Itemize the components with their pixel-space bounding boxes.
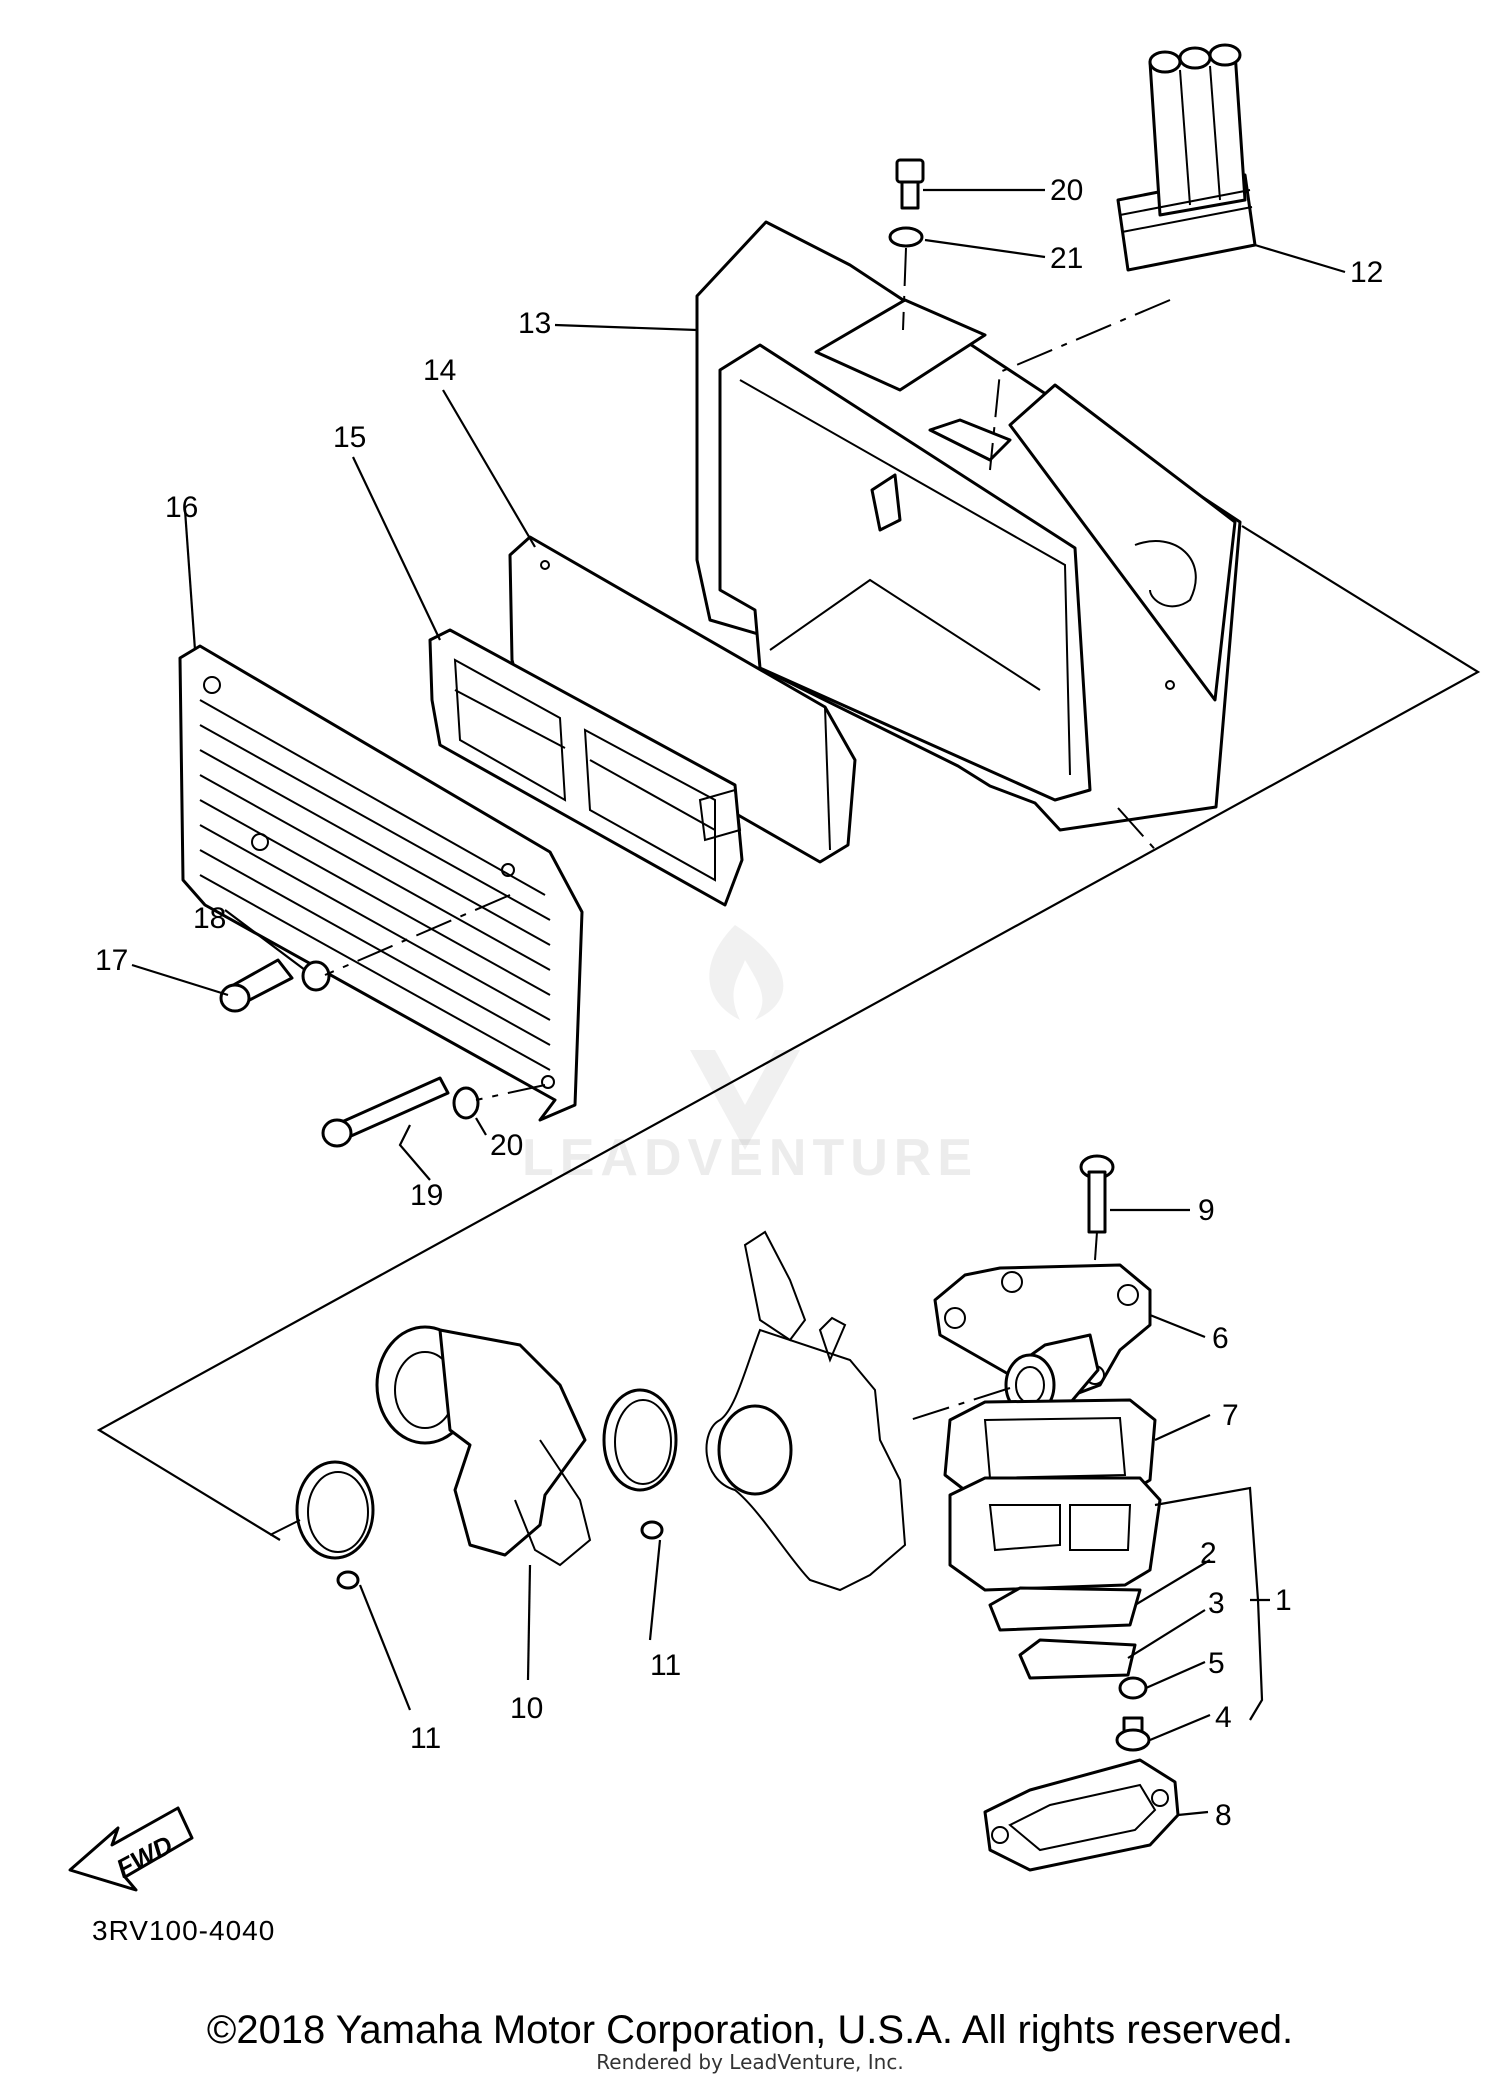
air-box-case-13 <box>695 220 1242 832</box>
assembly-line-manifold <box>909 1387 1011 1421</box>
callout-18: 18 <box>193 902 226 935</box>
callout-15: 15 <box>333 421 366 454</box>
screw-4 <box>1115 1716 1151 1752</box>
rendered-by-text: Rendered by LeadVenture, Inc. <box>596 2050 904 2074</box>
watermark-text: LEADVENTURE <box>521 1129 979 1187</box>
leader-lines <box>131 188 1346 1817</box>
intake-boot-12 <box>1116 43 1257 272</box>
copyright-text: ©2018 Yamaha Motor Corporation, U.S.A. A… <box>206 2008 1294 2052</box>
filter-element-14-edge <box>824 706 831 851</box>
intake-hose-10 <box>375 1325 592 1567</box>
reed-valve-body-1 <box>948 1476 1162 1592</box>
clamp-11-left <box>295 1460 375 1590</box>
clamp-11-right <box>602 1388 678 1540</box>
assembly-line-bolt-9 <box>1094 1231 1098 1261</box>
crankcase-outline <box>705 1230 907 1592</box>
washer-18 <box>301 960 331 992</box>
callout-8: 8 <box>1215 1799 1232 1832</box>
air-box-cover-16 <box>178 644 584 1122</box>
watermark-logo <box>690 925 800 1150</box>
gasket-7 <box>943 1398 1157 1500</box>
callout-11-right: 11 <box>650 1649 681 1682</box>
callout-3: 3 <box>1208 1587 1225 1620</box>
assembly-line-cover-2 <box>475 1084 546 1101</box>
callout-6: 6 <box>1212 1322 1229 1355</box>
callout-22: 21 <box>1050 242 1083 275</box>
callout-17: 17 <box>95 944 128 977</box>
filter-frame-15 <box>428 628 744 907</box>
callout-7: 7 <box>1222 1399 1239 1432</box>
callout-20: 20 <box>490 1129 523 1162</box>
assembly-line-hose <box>269 1519 301 1536</box>
bolt-21 <box>895 158 925 210</box>
screw-19 <box>321 1076 450 1148</box>
callout-5: 5 <box>1208 1647 1225 1680</box>
callout-13: 13 <box>518 307 551 340</box>
callout-2: 2 <box>1200 1537 1217 1570</box>
callout-10: 10 <box>510 1692 543 1725</box>
callout-1: 1 <box>1275 1584 1292 1617</box>
assembly-line-case <box>1117 807 1161 856</box>
washer-22 <box>888 226 924 248</box>
callout-12: 12 <box>1350 256 1383 289</box>
callout-14: 14 <box>423 354 456 387</box>
gasket-8 <box>983 1758 1180 1872</box>
callout-4: 4 <box>1215 1701 1232 1734</box>
callout-9: 9 <box>1198 1194 1215 1227</box>
washer-20 <box>452 1086 480 1120</box>
assembly-frame <box>96 525 1481 1541</box>
diagram-code: 3RV100-4040 <box>92 1915 276 1946</box>
bolt-9 <box>1079 1154 1115 1234</box>
reed-2 <box>988 1586 1142 1632</box>
callout-19: 19 <box>410 1179 443 1212</box>
callout-16: 16 <box>165 491 198 524</box>
reed-stopper-3 <box>1018 1638 1137 1680</box>
intake-manifold-6 <box>933 1263 1152 1417</box>
assembly-line-cover <box>324 894 511 976</box>
callout-11-left: 11 <box>410 1722 441 1755</box>
washer-5 <box>1118 1676 1148 1700</box>
callout-21: 20 <box>1050 174 1083 207</box>
screw-17 <box>219 958 294 1013</box>
forward-arrow-icon: FWD <box>68 1806 194 1892</box>
assembly-line-bolt <box>902 247 907 331</box>
